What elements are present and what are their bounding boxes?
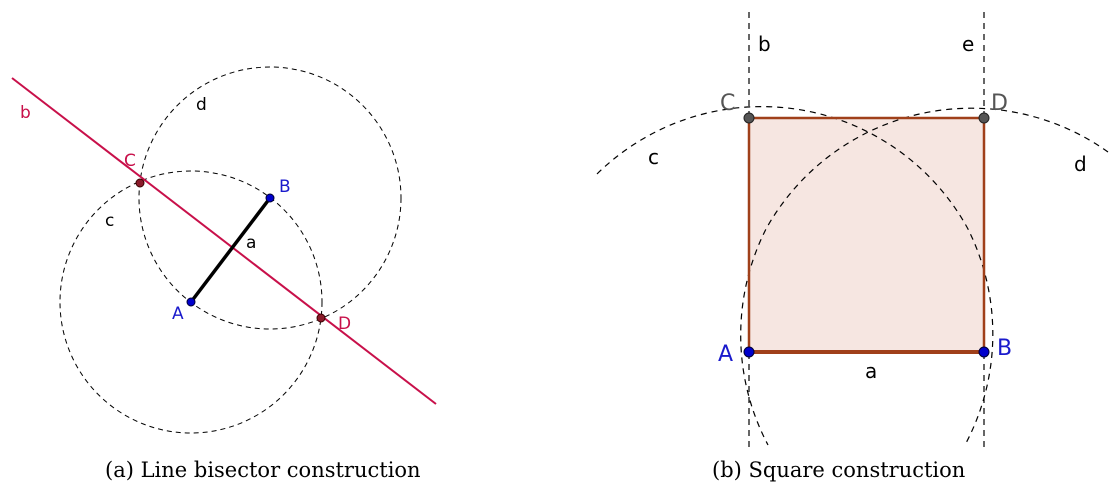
label-point-a: A	[718, 342, 733, 367]
bisector-line-b	[11, 77, 437, 405]
arc-d	[740, 107, 1109, 446]
segment-a	[189, 196, 272, 304]
label-point-d: D	[991, 91, 1008, 116]
label-arc-c: c	[648, 145, 659, 169]
label-point-a: A	[172, 304, 184, 324]
point-d	[978, 112, 990, 124]
panel-b-diagram: b e c d a A B C D	[596, 12, 1109, 450]
circle-d	[138, 66, 402, 330]
label-circle-c: c	[105, 211, 114, 231]
label-line-b: b	[20, 103, 31, 123]
caption-panel-a: (a) Line bisector construction	[105, 458, 421, 482]
label-point-d: D	[338, 314, 351, 334]
point-d	[316, 313, 326, 323]
label-point-c: C	[124, 151, 136, 171]
panel-a-diagram: b c d a A B C D	[11, 66, 437, 434]
point-b	[978, 346, 990, 358]
point-a	[186, 297, 196, 307]
label-point-b: B	[997, 336, 1012, 361]
label-line-e: e	[962, 32, 974, 56]
point-b	[265, 193, 275, 203]
caption-panel-b: (b) Square construction	[712, 458, 966, 482]
circle-c	[59, 170, 323, 434]
arc-c	[596, 106, 994, 446]
label-circle-d: d	[196, 95, 207, 115]
label-point-b: B	[279, 177, 291, 197]
label-segment-a: a	[246, 233, 256, 253]
point-a	[743, 346, 755, 358]
label-segment-a: a	[865, 359, 877, 383]
square-fill	[749, 118, 984, 352]
label-arc-d: d	[1074, 152, 1087, 176]
label-line-b: b	[758, 32, 771, 56]
point-c	[135, 178, 145, 188]
label-point-c: C	[720, 91, 735, 116]
point-c	[743, 112, 755, 124]
